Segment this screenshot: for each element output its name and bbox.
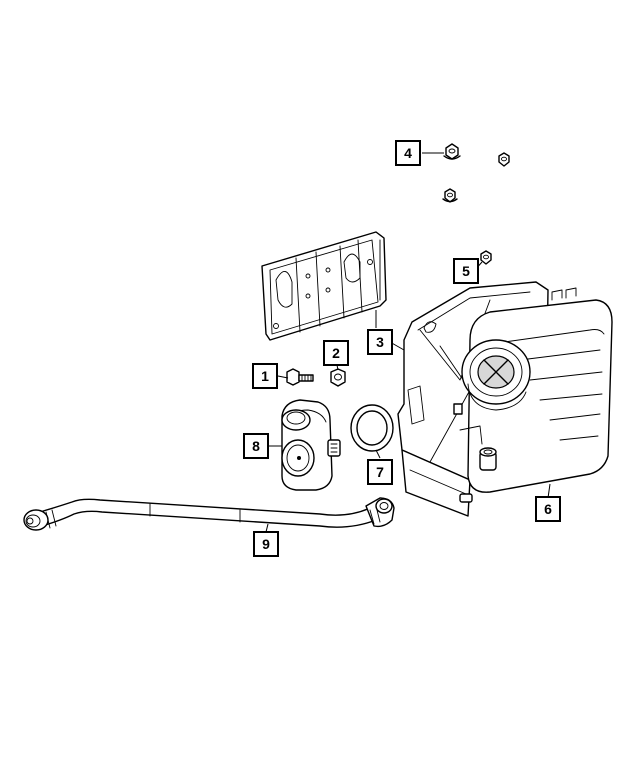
bolt-part-1 [286, 368, 314, 386]
nut-part-5 [480, 250, 492, 265]
svg-text:5: 5 [462, 263, 470, 279]
leader-lines [265, 152, 551, 533]
callout-7: 7 [367, 459, 393, 485]
heat-shield-part-3 [261, 231, 387, 341]
svg-text:8: 8 [252, 438, 260, 454]
callout-4: 4 [395, 140, 421, 166]
evap-canister-part-6 [397, 281, 613, 517]
callout-8: 8 [243, 433, 269, 459]
callout-5: 5 [453, 258, 479, 284]
callout-3: 3 [367, 329, 393, 355]
svg-text:7: 7 [376, 464, 384, 480]
callout-2: 2 [323, 340, 349, 366]
callout-1: 1 [252, 363, 278, 389]
svg-text:1: 1 [261, 368, 269, 384]
callout-6: 6 [535, 496, 561, 522]
svg-text:6: 6 [544, 501, 552, 517]
vent-filter-part-8 [281, 399, 341, 491]
svg-text:9: 9 [262, 536, 270, 552]
flange-nut-part-4 [442, 143, 510, 203]
seal-ring-part-7 [350, 404, 394, 452]
nut-part-2 [330, 368, 346, 387]
svg-text:3: 3 [376, 334, 384, 350]
callout-9: 9 [253, 531, 279, 557]
svg-text:4: 4 [404, 145, 412, 161]
svg-text:2: 2 [332, 345, 340, 361]
hose-part-9 [23, 497, 395, 531]
